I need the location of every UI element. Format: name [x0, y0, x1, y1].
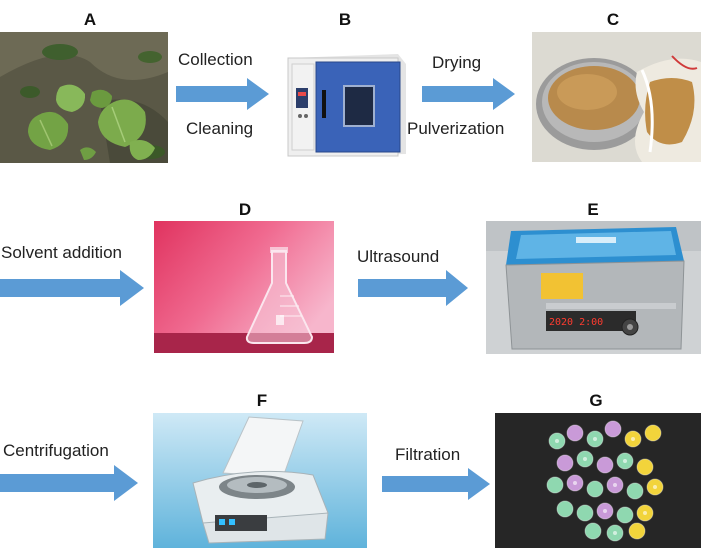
photo-drying-oven — [280, 50, 410, 160]
ultrasonic-display-readout: 2020 2:00 — [549, 317, 603, 328]
photo-erlenmeyer-flask — [154, 221, 334, 353]
arrow-ultrasound — [358, 270, 468, 306]
arrow-drying — [422, 78, 515, 110]
photo-powder-sieve — [532, 32, 701, 162]
arrow-collection — [176, 78, 269, 110]
panel-label-c: C — [606, 10, 620, 29]
step-label-collection: Collection — [178, 50, 253, 69]
panel-label-a: A — [83, 10, 97, 29]
step-label-filtration: Filtration — [395, 445, 461, 464]
step-label-pulverization: Pulverization — [407, 119, 505, 138]
panel-label-g: G — [589, 391, 603, 410]
photo-centrifuge — [153, 413, 367, 548]
panel-label-b: B — [338, 10, 352, 29]
panel-label-d: D — [238, 200, 252, 219]
arrow-centrifugation — [0, 465, 138, 501]
step-label-centrifugation: Centrifugation — [3, 441, 109, 460]
panel-label-f: F — [256, 391, 268, 410]
step-label-ultrasound: Ultrasound — [357, 247, 440, 266]
panel-label-e: E — [587, 200, 599, 219]
step-label-drying: Drying — [432, 53, 482, 72]
photo-plant-leaves — [0, 32, 168, 163]
arrow-solvent-addition — [0, 270, 144, 306]
arrow-filtration — [382, 468, 490, 500]
step-label-solvent-addition: Solvent addition — [1, 243, 122, 262]
photo-syringe-filters — [495, 413, 701, 548]
step-label-cleaning: Cleaning — [186, 119, 254, 138]
photo-ultrasonic-bath: 2020 2:00 — [486, 221, 701, 354]
